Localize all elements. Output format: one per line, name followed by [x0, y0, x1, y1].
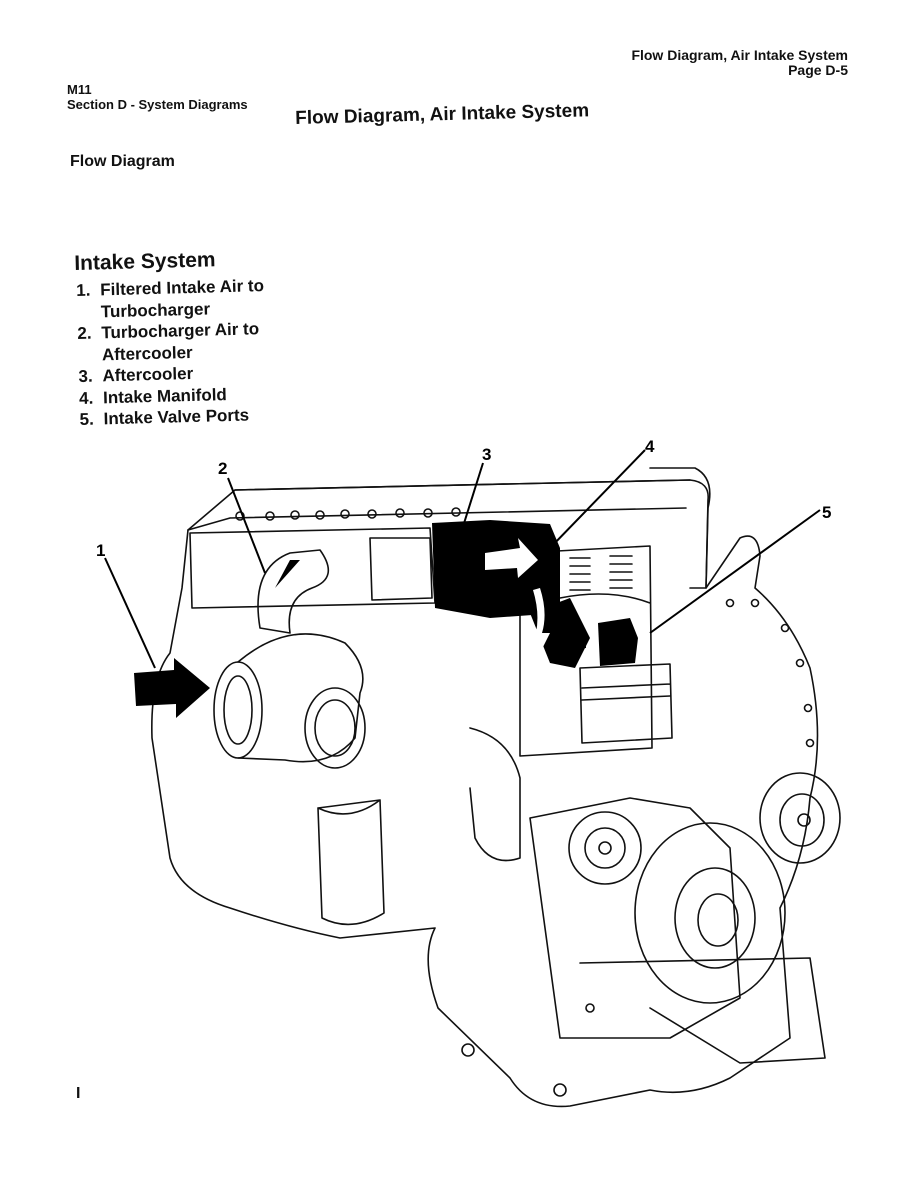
- front-pulleys: [529, 772, 841, 1039]
- legend-item-number: 1.: [76, 280, 91, 300]
- legend-item-text-cont: Aftercooler: [101, 342, 193, 364]
- valve-springs: [569, 555, 633, 591]
- turbo-outlet-pipe: [257, 549, 330, 634]
- running-header-left: M11 Section D - System Diagrams: [67, 82, 248, 112]
- callout-4: 4: [645, 438, 655, 456]
- legend-item: 5. Intake Valve Ports: [79, 404, 267, 430]
- engine-block-outline: [151, 479, 819, 1108]
- legend-list: 1. Filtered Intake Air to Turbocharger 2…: [76, 275, 268, 430]
- engine-air-intake-diagram: 1 2 3 4 5: [96, 438, 841, 1108]
- piston: [579, 663, 673, 744]
- header-page-number: Page D-5: [788, 62, 848, 78]
- lower-piping: [469, 727, 521, 862]
- cylinder-head-cutaway: [519, 545, 653, 757]
- turbocharger: [213, 633, 366, 769]
- callout-leaders: [104, 449, 821, 669]
- legend-item-number: 5.: [79, 409, 95, 429]
- legend-item-text: Filtered Intake Air to: [100, 276, 265, 300]
- legend-item-text-cont: Turbocharger: [100, 299, 211, 321]
- aftercooler-flow-arrow: [485, 538, 538, 578]
- legend-item-text: Turbocharger Air to: [101, 319, 260, 343]
- callout-3: 3: [482, 445, 491, 464]
- legend-item-number: 4.: [78, 388, 94, 408]
- callout-2: 2: [218, 459, 227, 478]
- callout-1: 1: [96, 541, 105, 560]
- legend-item-text: Intake Valve Ports: [103, 405, 250, 429]
- turbo-flow-arrow: [275, 560, 300, 588]
- page-title: Flow Diagram, Air Intake System: [295, 100, 590, 129]
- intake-flow-arrow-1: [134, 658, 210, 718]
- legend-title: Intake System: [74, 248, 216, 275]
- valve-cover-bolts: [235, 507, 461, 521]
- section-subtitle: Flow Diagram: [70, 153, 175, 170]
- rocker-housing: [649, 467, 711, 589]
- header-doc-title: Flow Diagram, Air Intake System: [631, 47, 848, 63]
- legend-item-number: 2.: [77, 323, 92, 343]
- running-header-right: Flow Diagram, Air Intake System Page D-5: [631, 48, 848, 78]
- valve-port-block: [560, 628, 586, 650]
- mounting-bracket: [579, 957, 826, 1064]
- aftercooler-housing: [189, 527, 436, 609]
- intake-port-block: [598, 618, 638, 666]
- housing-bolts: [461, 598, 815, 1097]
- legend-item-number: 3.: [78, 366, 93, 386]
- scan-mark: I: [76, 1085, 81, 1102]
- valve-cover-top: [187, 479, 691, 531]
- fuel-filter: [317, 799, 385, 926]
- legend-item: 2. Turbocharger Air to Aftercooler: [77, 318, 266, 366]
- legend-item: 1. Filtered Intake Air to Turbocharger: [76, 275, 265, 323]
- header-model: M11: [67, 82, 92, 97]
- manifold-flow-arrow: [530, 588, 550, 653]
- header-section: Section D - System Diagrams: [67, 97, 248, 112]
- callout-5: 5: [822, 503, 831, 522]
- legend-item-text: Aftercooler: [102, 363, 194, 386]
